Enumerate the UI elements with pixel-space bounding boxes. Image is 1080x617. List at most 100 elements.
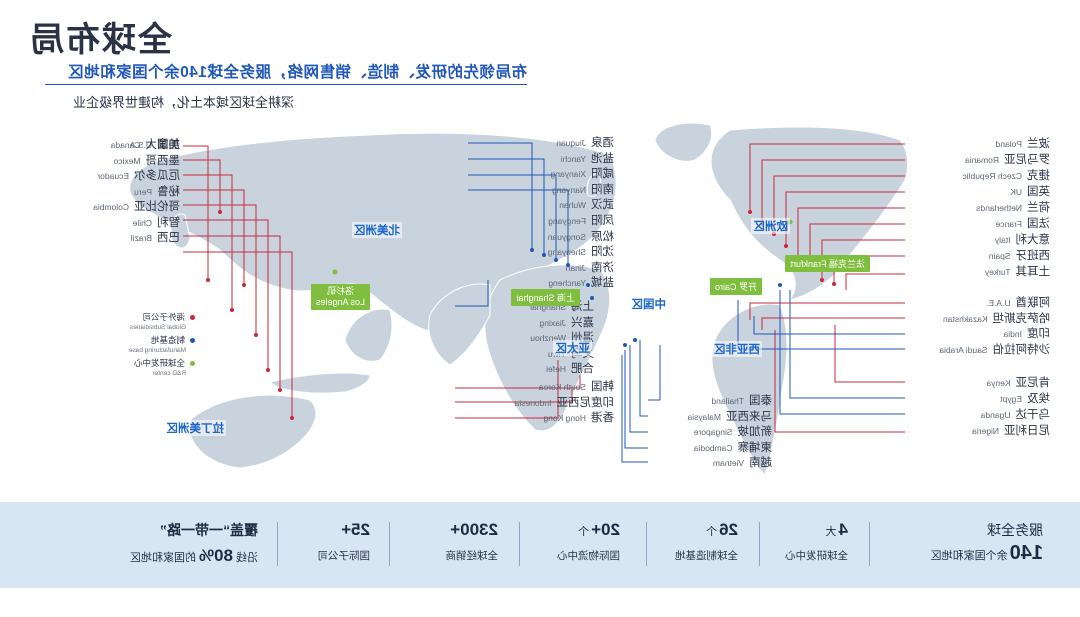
leader-uae bbox=[749, 302, 905, 320]
stat-countries-prefix: 服务全球 bbox=[987, 522, 1043, 538]
stat-manufacturing-value: 26 bbox=[719, 520, 738, 539]
marker-poland bbox=[748, 210, 752, 214]
marker-italy bbox=[820, 278, 824, 282]
leader-indonesia bbox=[455, 390, 573, 403]
stats-divider bbox=[389, 522, 390, 566]
rnd-tag-cairo: 开罗 Cairo bbox=[709, 278, 762, 295]
marker-brazil bbox=[290, 416, 294, 420]
stat-logistics-value: 20+ bbox=[591, 520, 620, 539]
rnd-tag-shanghai: 上海 Shanghai bbox=[511, 289, 580, 306]
leader-poland bbox=[749, 143, 905, 212]
region-north-america: 北美洲区 bbox=[352, 222, 402, 238]
marker-sea-1 bbox=[623, 343, 627, 347]
stat-countries-value: 140 bbox=[1009, 542, 1043, 564]
greenland-landmass bbox=[654, 122, 713, 162]
stat-manufacturing-caption: 全球制造基地 bbox=[675, 550, 738, 562]
stat-countries: 服务全球 140 余个国家和地区 bbox=[893, 520, 1043, 565]
legend-rnd-en: R&D center bbox=[152, 370, 186, 377]
leader-nigeria bbox=[774, 330, 905, 433]
stat-rnd: 4大 全球研发中心 bbox=[768, 520, 848, 563]
marker-canada bbox=[206, 278, 210, 282]
marker-china-5 bbox=[586, 283, 590, 287]
stats-divider bbox=[759, 522, 760, 566]
stat-logistics-unit: 个 bbox=[578, 526, 590, 538]
leader-brazil bbox=[183, 251, 293, 418]
legend-rnd: 全球研发中心 bbox=[85, 357, 195, 369]
uk-landmass bbox=[586, 173, 601, 197]
leader-india bbox=[753, 316, 905, 335]
leader-peru bbox=[183, 204, 257, 335]
leader-malaysia bbox=[639, 340, 648, 417]
leader-romania bbox=[761, 159, 905, 224]
marker-ecuador bbox=[242, 283, 246, 287]
blue-dot-icon bbox=[190, 337, 195, 343]
leader-canada bbox=[183, 145, 209, 280]
stat-subsidiaries-caption: 国际子公司 bbox=[317, 550, 371, 562]
region-china: 中国区 bbox=[629, 296, 668, 312]
stat-dealers-value: 2300+ bbox=[450, 520, 498, 539]
marker-chile bbox=[278, 388, 282, 392]
green-dot-icon bbox=[190, 360, 195, 366]
marker-spain bbox=[832, 282, 836, 286]
marker-china-4 bbox=[566, 263, 570, 267]
leader-usa bbox=[183, 159, 221, 212]
leader-czech bbox=[773, 175, 905, 234]
marker-usa bbox=[218, 210, 222, 214]
marker-china-2 bbox=[542, 253, 546, 257]
stat-manufacturing: 26个 全球制造基地 bbox=[658, 520, 738, 563]
region-west-asia-africa: 西亚非区 bbox=[712, 341, 762, 357]
arabia-india-landmass bbox=[428, 283, 491, 366]
stat-dealers: 2300+ 全球经销商 bbox=[418, 520, 499, 563]
japan-landmass bbox=[170, 213, 191, 249]
leader-china-top bbox=[468, 142, 533, 250]
leader-china-2 bbox=[468, 158, 545, 255]
marker-china-1 bbox=[530, 248, 534, 252]
marker-peru bbox=[254, 333, 258, 337]
stats-divider bbox=[519, 522, 520, 566]
stats-divider bbox=[869, 522, 870, 566]
stat-dealers-caption: 全球经销商 bbox=[445, 550, 499, 562]
stat-rnd-value: 4 bbox=[838, 520, 848, 539]
leader-vietnam bbox=[621, 355, 648, 463]
marker-rnd-la bbox=[332, 269, 338, 275]
leader-china-mid bbox=[455, 280, 489, 307]
stat-subsidiaries: 25+ 国际子公司 bbox=[300, 520, 371, 563]
marker-uk bbox=[784, 244, 788, 248]
